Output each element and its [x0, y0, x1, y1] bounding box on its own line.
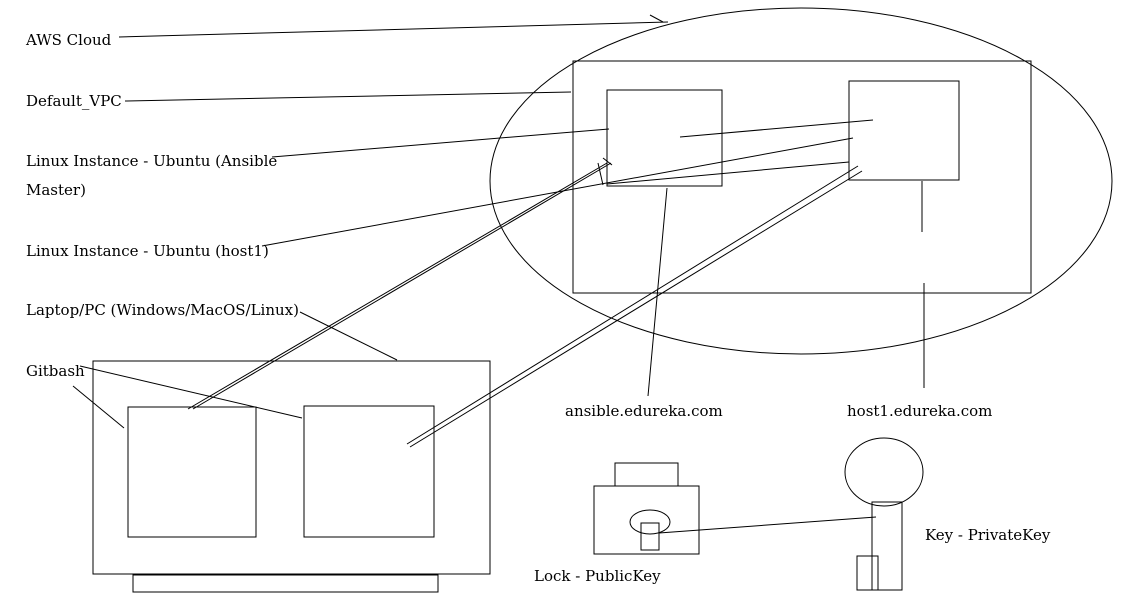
gitbash-window-left [127, 406, 257, 538]
ssh-connection-lines [187, 157, 925, 534]
laptop-label: Laptop/PC (Windows/MacOS/Linux) [26, 301, 299, 319]
ansible-master-label-line1: Linux Instance - Ubuntu (Ansible [26, 152, 277, 170]
aws-cloud-label: AWS Cloud [25, 31, 112, 49]
ansible-master-box [606, 89, 723, 187]
key-label: Key - PrivateKey [925, 526, 1051, 544]
ansible-master-label-line2: Master) [26, 181, 86, 199]
laptop-base [132, 574, 439, 593]
default-vpc-box [572, 60, 1032, 294]
lock-icon [593, 462, 700, 555]
gitbash-label: Gitbash [26, 362, 85, 380]
key-icon [844, 437, 924, 591]
laptop-screen [92, 360, 491, 575]
default-vpc-label: Default_VPC [26, 92, 122, 110]
host1-hostname-label: host1.edureka.com [847, 402, 992, 420]
host1-instance-label: Linux Instance - Ubuntu (host1) [26, 242, 269, 260]
gitbash-window-right [303, 405, 435, 538]
lock-label: Lock - PublicKey [534, 567, 661, 585]
leader-lines [72, 14, 874, 429]
host1-box [848, 80, 960, 181]
aws-cloud-ellipse [489, 7, 1113, 355]
ansible-hostname-label: ansible.edureka.com [565, 402, 723, 420]
